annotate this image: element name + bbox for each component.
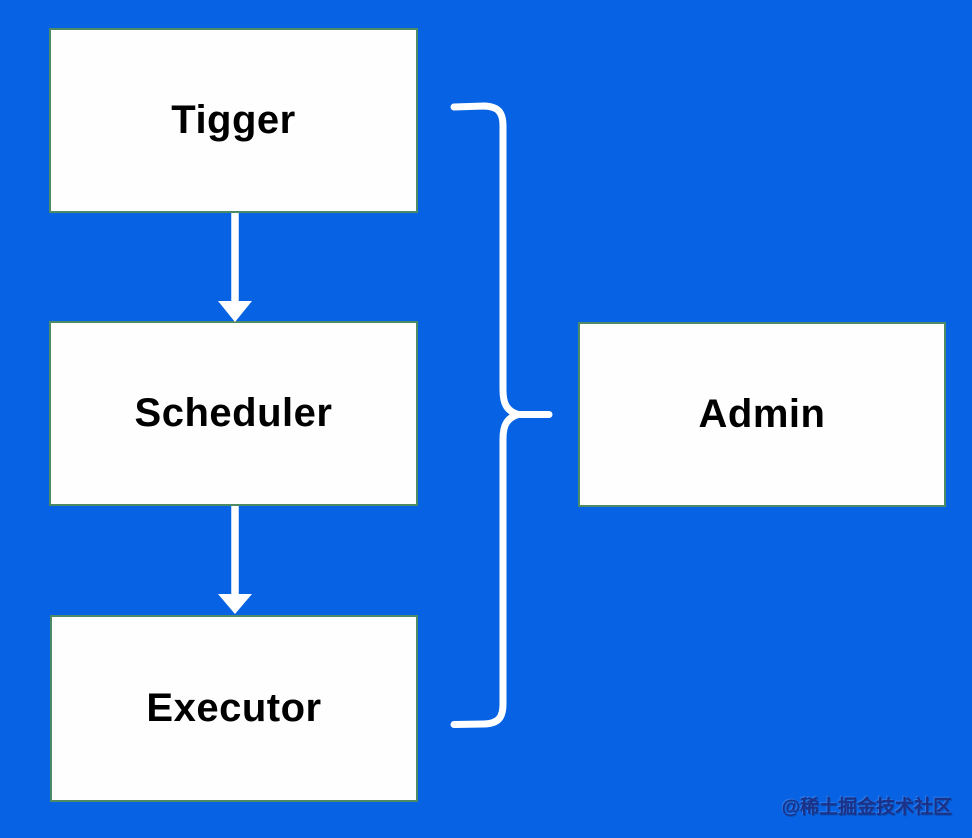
node-admin-label: Admin [698, 392, 826, 436]
node-tigger-label: Tigger [171, 98, 296, 142]
node-executor-label: Executor [146, 686, 322, 730]
brace-group-to-admin [450, 102, 553, 728]
arrow-tigger-to-scheduler [218, 213, 252, 322]
node-executor: Executor [50, 615, 418, 802]
node-scheduler: Scheduler [49, 321, 418, 506]
node-admin: Admin [578, 322, 946, 507]
node-tigger: Tigger [49, 28, 418, 213]
arrow-scheduler-to-executor [218, 506, 252, 614]
node-scheduler-label: Scheduler [134, 391, 333, 435]
watermark: @稀土掘金技术社区 [781, 797, 952, 818]
